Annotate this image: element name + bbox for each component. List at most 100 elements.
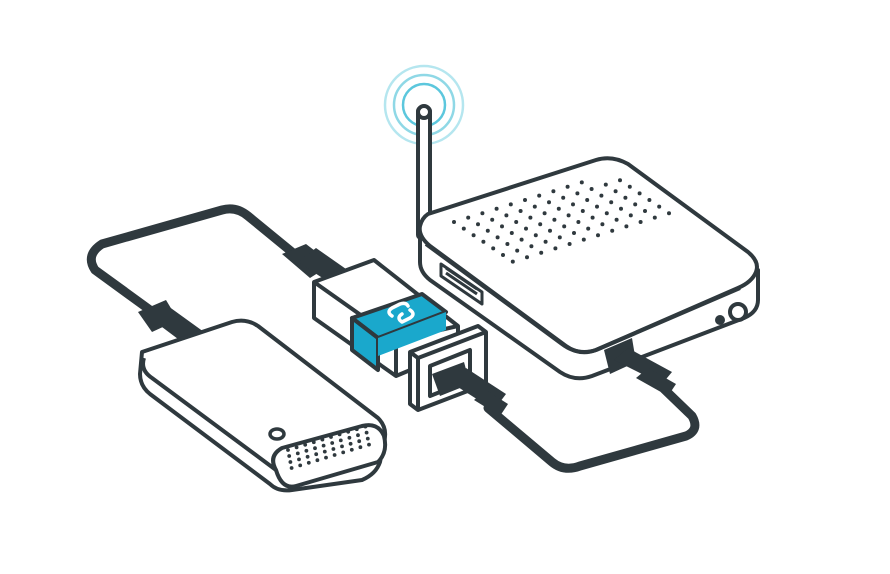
vent-dot xyxy=(523,198,527,202)
vent-dot xyxy=(505,242,510,246)
vent-dot xyxy=(365,436,370,441)
vent-dot xyxy=(637,191,642,196)
vent-dot xyxy=(358,445,363,450)
vent-dot xyxy=(567,242,572,246)
vent-dot xyxy=(562,224,567,229)
vent-dot xyxy=(485,228,490,233)
vent-dot xyxy=(596,233,600,238)
vent-dot xyxy=(652,215,657,220)
vent-dot xyxy=(590,215,595,220)
vent-dot xyxy=(305,454,310,459)
power-bank-button-icon xyxy=(268,427,286,441)
vent-dot xyxy=(566,213,571,218)
vent-dot xyxy=(533,233,538,238)
vent-dot xyxy=(580,209,585,213)
vent-dot xyxy=(476,222,480,227)
vent-dot xyxy=(514,220,519,224)
vent-dot xyxy=(508,202,513,207)
vent-dot xyxy=(565,184,570,189)
vent-dot xyxy=(557,235,562,240)
vent-dot xyxy=(628,213,633,218)
vent-dot xyxy=(289,466,294,470)
vent-dot xyxy=(504,213,509,218)
vent-dot xyxy=(329,435,333,439)
vent-dot xyxy=(480,211,485,216)
vent-dot xyxy=(490,217,495,222)
vent-dot xyxy=(452,220,456,224)
vent-dot xyxy=(461,226,466,231)
vent-dot xyxy=(657,204,662,209)
vent-dot xyxy=(357,439,362,444)
vent-dot xyxy=(510,259,515,264)
vent-dot xyxy=(538,222,543,227)
vent-dot xyxy=(346,429,351,434)
vent-dot xyxy=(287,454,292,458)
vent-dot xyxy=(586,226,591,231)
antenna-tip xyxy=(416,104,432,120)
vent-dot xyxy=(532,204,537,209)
power-bank-cable xyxy=(86,204,303,315)
vent-dot xyxy=(610,228,615,233)
vent-dot xyxy=(313,446,317,451)
vent-dot xyxy=(337,432,342,437)
vent-dot xyxy=(364,430,369,435)
vent-dot xyxy=(643,209,647,213)
vent-dot xyxy=(633,202,638,207)
vent-dot xyxy=(551,189,556,194)
vent-dot xyxy=(589,187,594,191)
vent-dot xyxy=(304,448,309,453)
wireless-router xyxy=(417,156,760,381)
vent-dot xyxy=(579,180,584,185)
vent-dot xyxy=(638,220,643,224)
vent-dot xyxy=(354,427,359,432)
vent-dot xyxy=(367,442,371,447)
vent-dot xyxy=(295,451,300,456)
vent-dot xyxy=(331,447,336,451)
vent-dot xyxy=(314,452,319,457)
vent-dot xyxy=(495,235,500,240)
vent-dot xyxy=(322,449,327,454)
vent-dot xyxy=(585,198,590,202)
vent-dot xyxy=(286,448,290,452)
usb-port-icon xyxy=(439,262,484,306)
vent-dot xyxy=(543,239,548,244)
vent-dot xyxy=(518,209,523,213)
vent-dot xyxy=(614,217,619,222)
vent-dot xyxy=(627,184,632,189)
adapter-output-plug xyxy=(432,362,508,416)
vent-dot xyxy=(356,433,360,438)
vent-dot xyxy=(529,244,534,249)
vent-dot xyxy=(619,206,623,211)
vent-dot xyxy=(297,457,301,462)
vent-dot xyxy=(338,438,343,443)
vent-dot xyxy=(348,441,353,446)
vent-dot xyxy=(315,458,320,463)
vent-dot xyxy=(466,215,471,220)
vent-dot xyxy=(306,460,311,465)
vent-dot xyxy=(552,217,557,222)
vent-dot xyxy=(500,224,504,229)
vent-dot xyxy=(491,246,496,251)
power-bank xyxy=(138,300,388,493)
vent-dot xyxy=(347,435,352,440)
vent-dot xyxy=(623,195,628,200)
power-bank-end-cap xyxy=(271,423,388,489)
antenna xyxy=(383,64,465,240)
vent-dot xyxy=(547,200,551,205)
router-side-edge xyxy=(595,286,741,352)
vent-dot xyxy=(471,233,476,238)
vent-dot xyxy=(494,206,499,211)
vent-dot xyxy=(341,450,346,455)
vent-dot xyxy=(624,224,629,229)
vent-dot xyxy=(288,460,293,464)
vent-dot xyxy=(509,231,514,235)
vent-dot xyxy=(618,178,622,183)
vent-dot xyxy=(595,204,599,209)
vent-dot xyxy=(320,437,325,442)
vent-dot xyxy=(294,445,299,450)
vent-dot xyxy=(539,250,544,255)
vent-dot xyxy=(311,440,316,445)
vent-dot xyxy=(667,211,671,216)
vent-dot xyxy=(609,200,614,205)
vent-dot xyxy=(501,253,505,257)
